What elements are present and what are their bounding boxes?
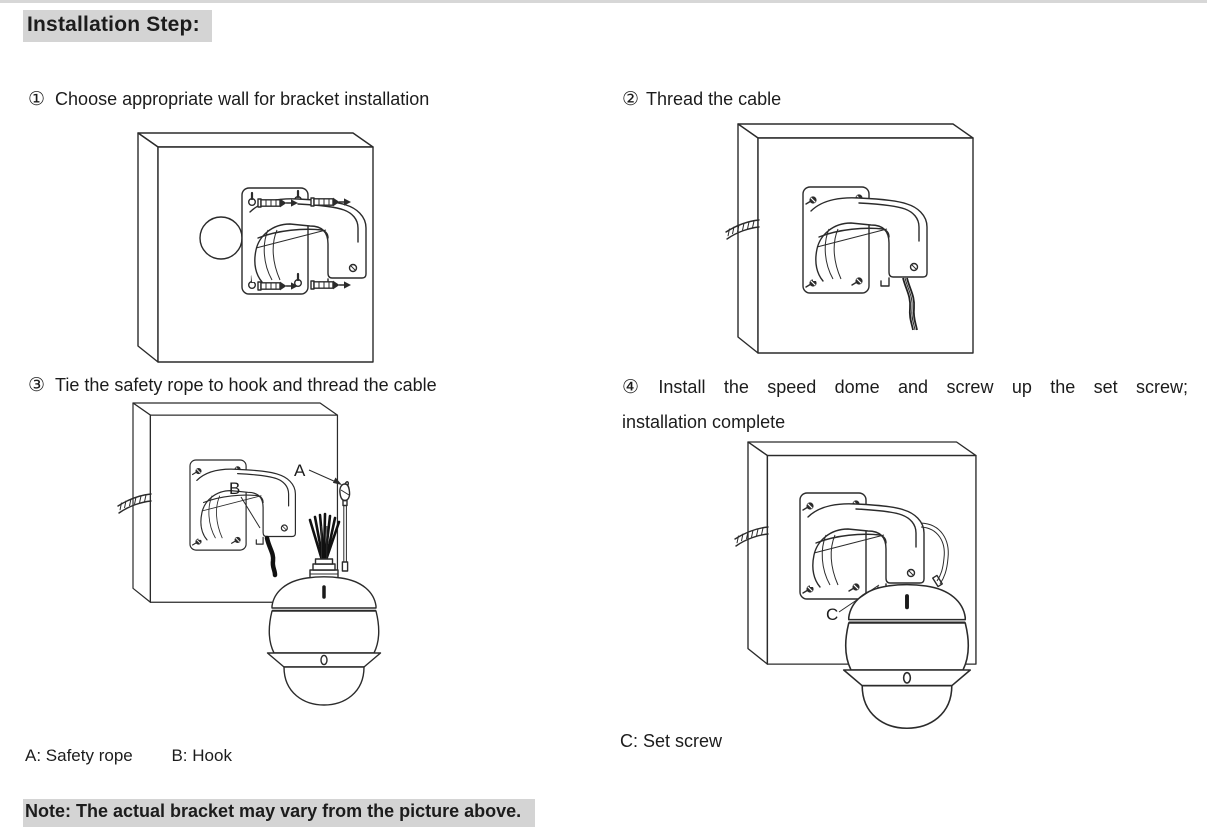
- figure-step-2: [698, 114, 998, 379]
- callout-c-leader: [838, 584, 880, 613]
- figure-step-1: [125, 118, 405, 373]
- callout-b-label: B: [229, 479, 240, 498]
- expansion-bolt-icon: [257, 197, 299, 209]
- step-2-heading: ② Thread the cable: [622, 86, 781, 113]
- step-1-text: Choose appropriate wall for bracket inst…: [55, 89, 430, 109]
- legend-safety-rope: A: Safety rope: [25, 746, 133, 765]
- safety-rope: [339, 481, 351, 572]
- callout-c-label: C: [826, 605, 838, 624]
- callout-b-leader: [240, 496, 261, 529]
- expansion-bolt-icon: [310, 196, 352, 208]
- page-top-edge: [0, 0, 1207, 3]
- step-1-number: ①: [28, 89, 46, 110]
- figure-step-4: C: [698, 428, 1003, 763]
- step-1-heading: ① Choose appropriate wall for bracket ins…: [28, 86, 429, 113]
- legend-hook: B: Hook: [171, 746, 232, 765]
- figure-legend-ab: A: Safety rope B: Hook: [25, 746, 232, 766]
- figure-step-3: A B: [105, 398, 405, 748]
- callout-a-arrowhead: [332, 477, 342, 485]
- callout-a-leader: [308, 469, 337, 483]
- hanging-cable: [264, 535, 278, 578]
- step-2-number: ②: [622, 89, 640, 110]
- step-4-text: Install the speed dome and screw up the …: [658, 377, 1189, 397]
- callout-a-label: A: [294, 461, 306, 480]
- legend-set-screw: C: Set screw: [620, 731, 723, 751]
- step-2-text: Thread the cable: [646, 89, 782, 109]
- step-3-number: ③: [28, 375, 46, 396]
- expansion-bolt-icon: [310, 279, 352, 291]
- expansion-bolt-icon: [257, 280, 299, 292]
- step-4-text-line2: installation complete: [622, 412, 786, 432]
- step-3-text: Tie the safety rope to hook and thread t…: [55, 375, 437, 395]
- speed-dome-camera: [841, 582, 973, 731]
- safety-rope-loop: [920, 522, 949, 588]
- page-title: Installation Step:: [23, 10, 212, 42]
- step-4-number: ④: [622, 377, 653, 398]
- note-banner: Note: The actual bracket may vary from t…: [23, 799, 536, 827]
- step-3-heading: ③ Tie the safety rope to hook and thread …: [28, 372, 437, 399]
